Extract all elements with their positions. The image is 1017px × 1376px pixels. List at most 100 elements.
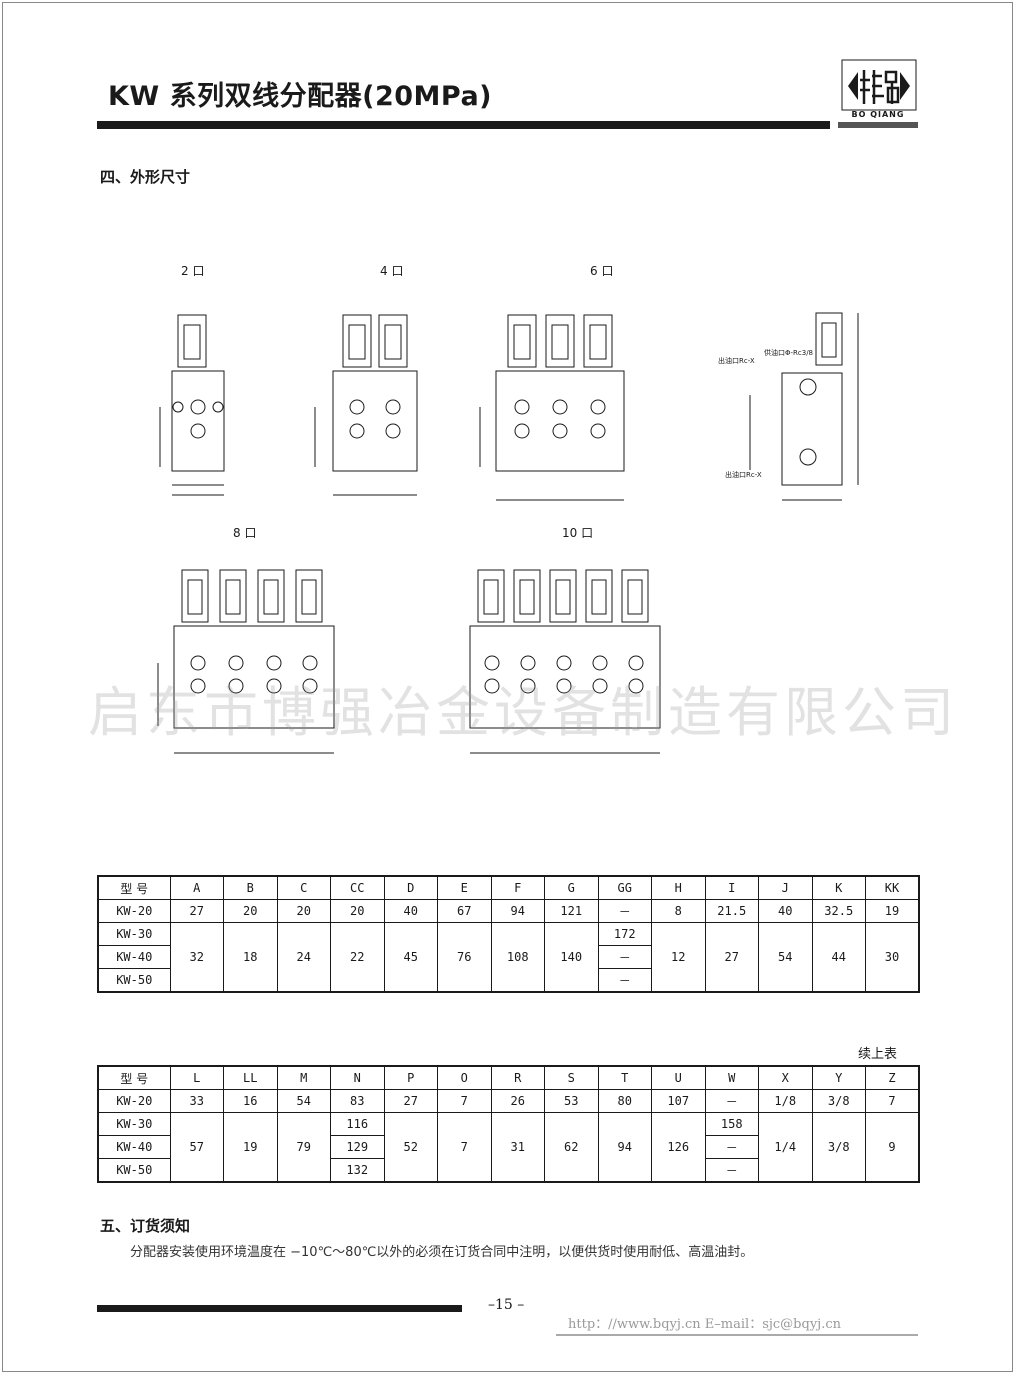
table-row: KW-40 － — [97, 945, 919, 969]
table-cell: 126 — [651, 1112, 706, 1183]
drawing-2port — [159, 314, 225, 496]
table-cell: 3/8 — [811, 1112, 866, 1183]
table-cell: KW-20 — [97, 1089, 171, 1113]
table-cell: 7 — [865, 1089, 920, 1113]
watermark: 启东市博强冶金设备制造有限公司 — [88, 681, 958, 744]
table-row: KW-30 32 18 24 22 45 76 108 140 172 12 2… — [97, 922, 920, 993]
table-cell: 53 — [544, 1089, 599, 1113]
table-cell: 24 — [276, 922, 331, 993]
table-cell: 79 — [276, 1112, 331, 1183]
table-header-cell: S — [544, 1065, 599, 1090]
table-cell: 27 — [704, 922, 759, 993]
table-cell: 19 — [223, 1112, 278, 1183]
table-cell: 32.5 — [811, 899, 866, 923]
table-header-cell: A — [169, 875, 224, 900]
table-cell: 32 — [169, 922, 224, 993]
table-cell: 62 — [544, 1112, 599, 1183]
drawing-label-8port: 8 口 — [233, 526, 257, 540]
table-header-cell: W — [704, 1065, 759, 1090]
table-header-cell: X — [758, 1065, 813, 1090]
side-label-outlet-top: 出油口Rc-X — [718, 357, 755, 365]
table-cell: 140 — [544, 922, 599, 993]
drawing-4port — [314, 314, 418, 496]
table-cell: 121 — [544, 899, 599, 923]
table-cell: KW-40 — [97, 945, 171, 969]
drawing-6port — [479, 314, 625, 501]
table-header-cell: KK — [865, 875, 920, 900]
table-cell: 9 — [865, 1112, 920, 1183]
table-cell: 132 — [330, 1158, 385, 1183]
title-rule — [97, 121, 830, 129]
side-label-outlet-bottom: 出油口Rc-X — [725, 471, 762, 479]
table-cell: － — [704, 1135, 759, 1159]
table-header-cell: F — [490, 875, 545, 900]
drawing-label-10port: 10 口 — [562, 526, 594, 540]
table-cell: 54 — [276, 1089, 331, 1113]
table-cell: 19 — [865, 899, 920, 923]
footer-rule — [556, 1334, 918, 1336]
table-cell: 3/8 — [811, 1089, 866, 1113]
table-cell: 158 — [704, 1112, 759, 1136]
table-cell: － — [597, 945, 652, 969]
page-number: –15 – — [488, 1297, 525, 1313]
footer-bar — [97, 1305, 462, 1312]
table-cell: 8 — [651, 899, 706, 923]
table-header-cell: L — [169, 1065, 224, 1090]
table-cell: 30 — [865, 922, 920, 993]
table-cell: 54 — [758, 922, 813, 993]
table-cell: 129 — [330, 1135, 385, 1159]
table-cell: 76 — [437, 922, 492, 993]
brand-logo-icon — [841, 59, 917, 111]
table-header-row: 型 号 A B C CC D E F G GG H I J K KK — [97, 875, 920, 900]
side-label-inlet: 供油口Φ-Rc3/8 — [764, 349, 814, 357]
table-cell: 52 — [383, 1112, 438, 1183]
table-header-cell: R — [490, 1065, 545, 1090]
order-note: 分配器安装使用环境温度在 −10℃～80℃以外的必须在订货合同中注明，以便供货时… — [130, 1245, 754, 1260]
dimension-table-2: 型 号 L LL M N P O R S T U W X Y Z KW-20 3… — [97, 1065, 920, 1183]
table-cell: － — [704, 1089, 759, 1113]
table-cell: 26 — [490, 1089, 545, 1113]
table-cell: 1/4 — [758, 1112, 813, 1183]
footer-contact: http：//www.bqyj.cn E–mail：sjc@bqyj.cn — [568, 1317, 841, 1332]
table-cell: 16 — [223, 1089, 278, 1113]
drawing-side-view — [749, 312, 859, 501]
table-cell: 1/8 — [758, 1089, 813, 1113]
table-cell: － — [597, 899, 652, 923]
table-row: KW-30 57 19 79 116 52 7 31 62 94 126 158… — [97, 1112, 920, 1183]
logo-wordmark: BO QIANG — [851, 110, 905, 119]
table-cell: 33 — [169, 1089, 224, 1113]
table-cell: 7 — [437, 1112, 492, 1183]
table-cell: 18 — [223, 922, 278, 993]
table-cell: 57 — [169, 1112, 224, 1183]
table-cell: 21.5 — [704, 899, 759, 923]
table-cell: KW-30 — [97, 922, 171, 946]
table-cell: － — [704, 1158, 759, 1183]
table-header-cell: I — [704, 875, 759, 900]
table-header-row: 型 号 L LL M N P O R S T U W X Y Z — [97, 1065, 920, 1090]
table-header-cell: 型 号 — [97, 875, 171, 900]
continued-label: 续上表 — [858, 1047, 898, 1062]
table-header-cell: G — [544, 875, 599, 900]
section-heading-dimensions: 四、外形尺寸 — [100, 168, 191, 186]
table-header-cell: Y — [811, 1065, 866, 1090]
table-cell: 67 — [437, 899, 492, 923]
table-header-cell: H — [651, 875, 706, 900]
table-header-cell: D — [383, 875, 438, 900]
table-cell: 45 — [383, 922, 438, 993]
table-cell: KW-20 — [97, 899, 171, 923]
drawing-10port — [469, 569, 661, 754]
drawing-label-4port: 4 口 — [380, 264, 404, 278]
section-heading-order: 五、订货须知 — [100, 1217, 191, 1235]
table-header-cell: Z — [865, 1065, 920, 1090]
table-cell: 12 — [651, 922, 706, 993]
table-header-cell: CC — [330, 875, 385, 900]
table-cell: KW-50 — [97, 1158, 171, 1183]
table-header-cell: P — [383, 1065, 438, 1090]
dimension-table-1: 型 号 A B C CC D E F G GG H I J K KK KW-20… — [97, 875, 920, 993]
table-cell: － — [597, 968, 652, 993]
table-header-cell: M — [276, 1065, 331, 1090]
table-header-cell: O — [437, 1065, 492, 1090]
table-cell: 172 — [597, 922, 652, 946]
table-cell: KW-30 — [97, 1112, 171, 1136]
